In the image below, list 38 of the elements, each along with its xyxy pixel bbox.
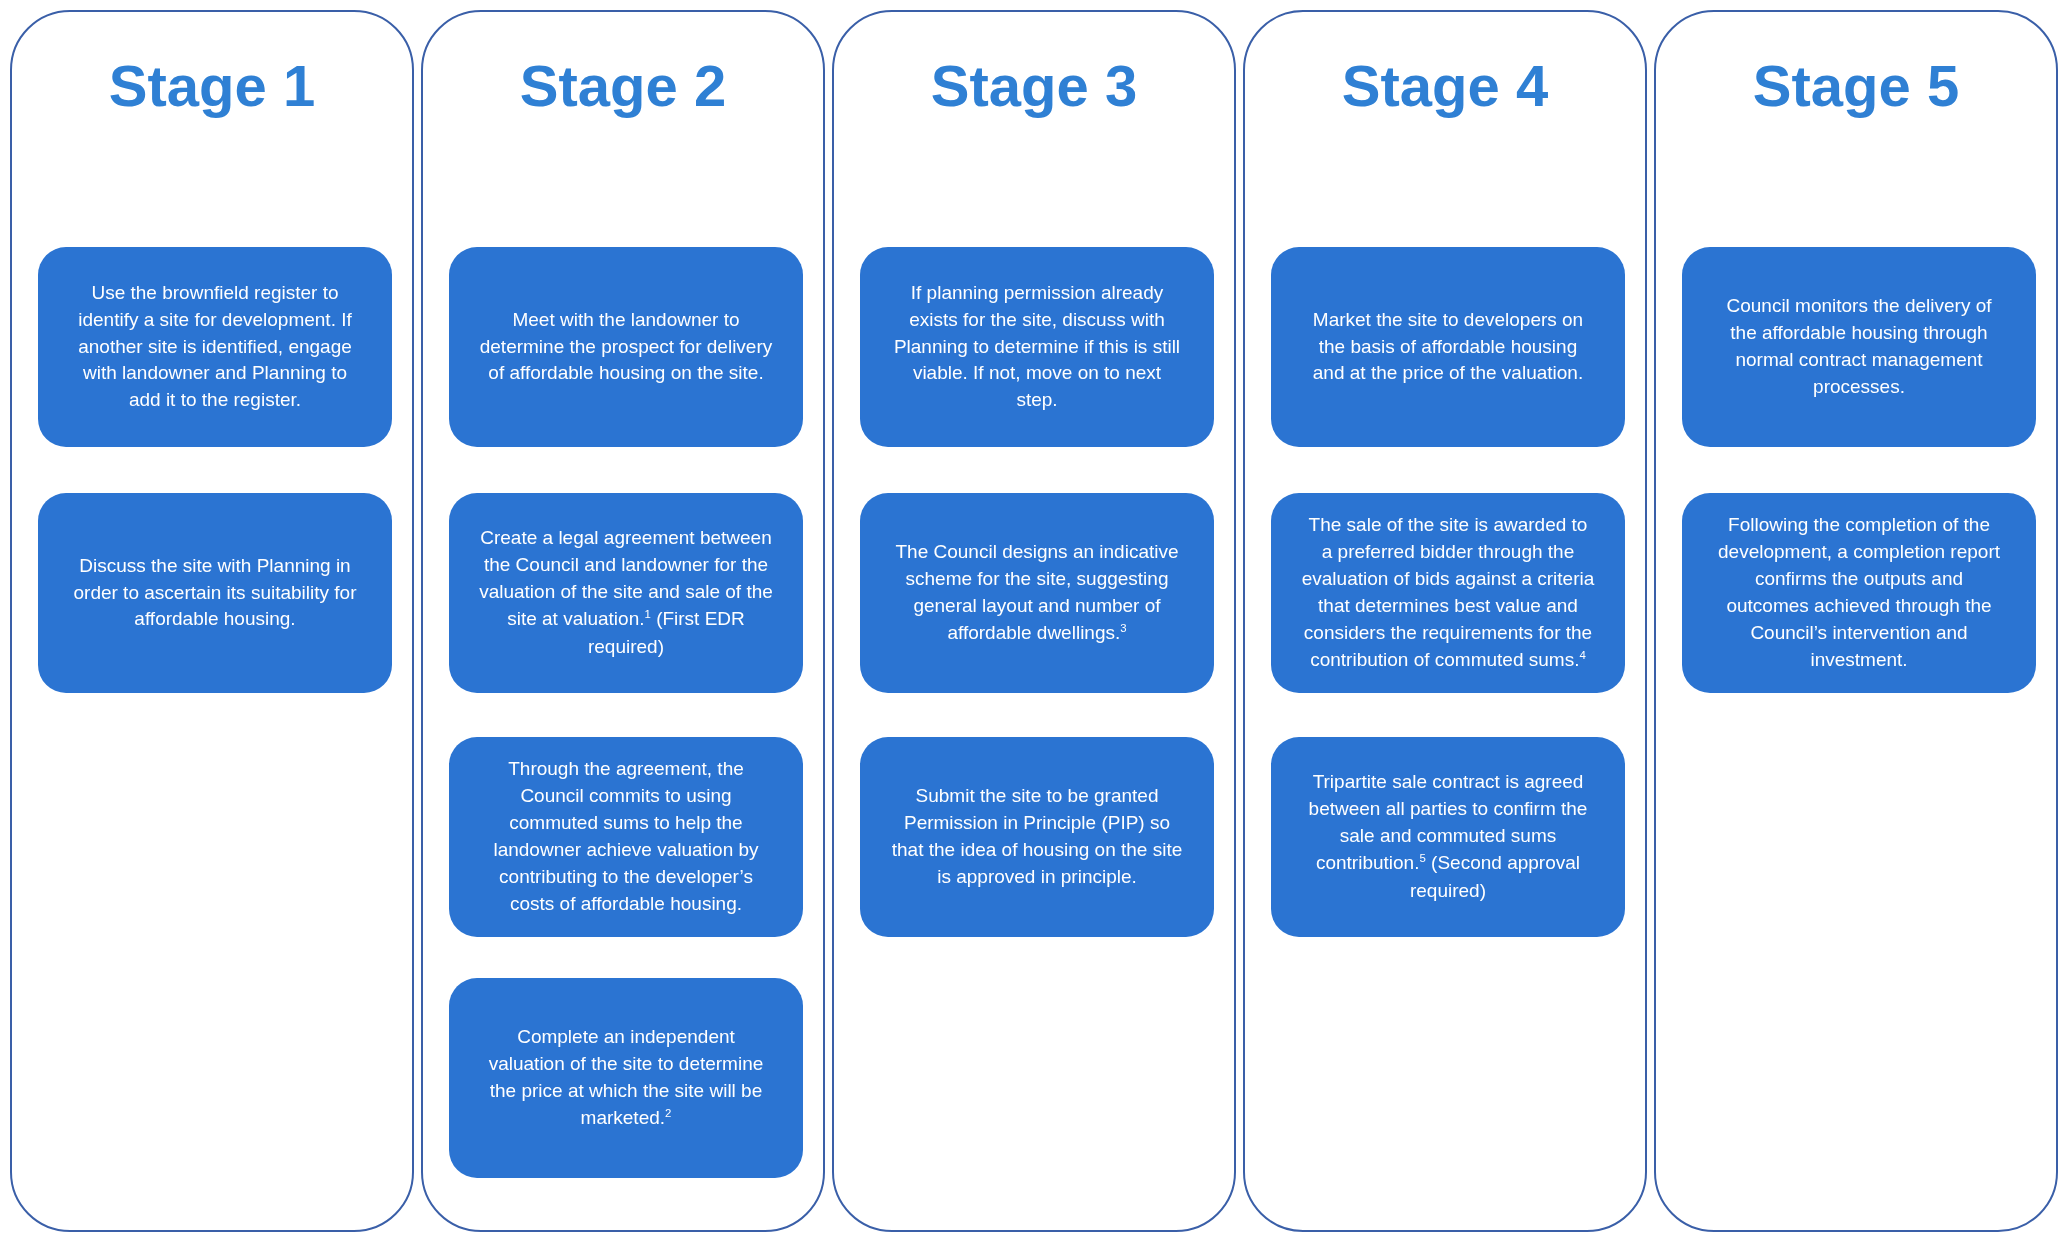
step-text: Following the completion of the development, a completion report confirms the outputs and outcomes achieved through the Council’s intervention and investment. <box>1717 513 2001 672</box>
stage-heading: Stage 1 <box>107 52 317 119</box>
step-text: Market the site to developers on the basis of affordable housing and at the price of the valuation. <box>1311 307 1585 386</box>
step-text: Discuss the site with Planning in order to ascertain its suitability for affordable housing. <box>72 553 358 632</box>
step-card <box>860 737 1214 937</box>
step-text: Create a legal agreement between the Council and landowner for the valuation of the site and sale of the site at valuation.$^{1}$ (First EDR required) <box>479 526 773 659</box>
step-text: Tripartite sale contract is agreed between all parties to confirm the sale and commuted sums contribution.$^{5}$ (Second approval required) <box>1307 770 1589 903</box>
step-text: Council monitors the delivery of the affordable housing through normal contract management processes. <box>1725 294 1993 399</box>
step-text: If planning permission already exists for the site, discuss with Planning to determine if this is still viable. If not, move on to next step. <box>892 280 1182 413</box>
step-card <box>38 493 392 693</box>
stage-panel <box>421 10 825 1232</box>
step-card <box>449 978 803 1178</box>
step-text: Through the agreement, the Council commits to using commuted sums to help the landowner achieve valuation by contributing to the developer’s costs of affordable housing. <box>492 757 760 916</box>
stage-panel <box>832 10 1236 1232</box>
step-card <box>1682 493 2036 693</box>
step-card <box>1271 247 1625 447</box>
step-text: The sale of the site is awarded to a preferred bidder through the evaluation of bids against a criteria that determines best value and considers the requirements for the contribution of commuted sums.$^{4}$ <box>1301 512 1595 673</box>
step-card <box>860 493 1214 693</box>
step-card <box>1271 737 1625 937</box>
step-card <box>38 247 392 447</box>
stage-heading: Stage 4 <box>1340 52 1550 119</box>
step-card <box>449 247 803 447</box>
stage-heading: Stage 2 <box>518 52 728 119</box>
step-text: The Council designs an indicative scheme for the site, suggesting general layout and number of affordable dwellings.$^{3}$ <box>894 539 1180 646</box>
stage-heading: Stage 5 <box>1751 52 1961 119</box>
step-card <box>449 737 803 937</box>
stage-panel <box>1243 10 1647 1232</box>
step-text: Complete an independent valuation of the site to determine the price at which the site will be marketed.$^{2}$ <box>487 1024 765 1131</box>
stage-panel <box>10 10 414 1232</box>
stage-panel <box>1654 10 2058 1232</box>
step-text: Use the brownfield register to identify a site for development. If another site is identified, engage with landowner and Planning to add it to the register. <box>77 280 353 413</box>
step-card <box>1271 493 1625 693</box>
stage-heading: Stage 3 <box>929 52 1139 119</box>
step-text: Submit the site to be granted Permission in Principle (PIP) so that the idea of housing on the site is approved in principle. <box>890 784 1184 889</box>
step-card <box>860 247 1214 447</box>
step-card <box>1682 247 2036 447</box>
step-card <box>449 493 803 693</box>
step-text: Meet with the landowner to determine the prospect for delivery of affordable housing on the site. <box>479 307 773 386</box>
